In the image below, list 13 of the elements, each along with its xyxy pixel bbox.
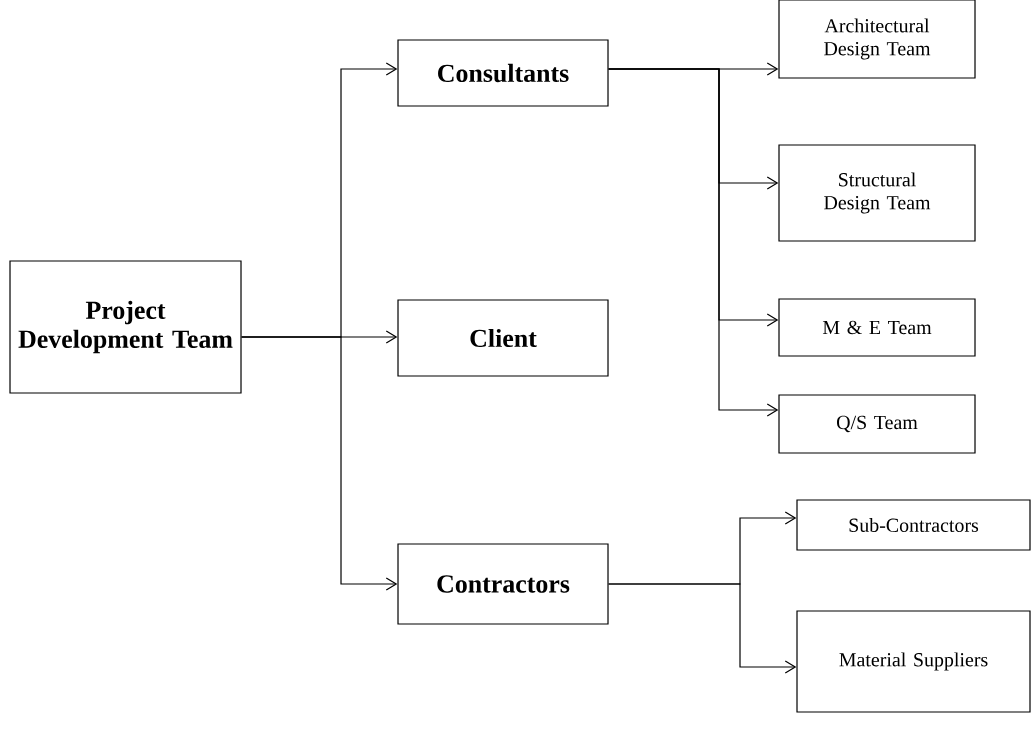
arrow <box>608 583 797 674</box>
org-box: M & E Team <box>778 298 976 357</box>
org-box: Sub-Contractors <box>796 499 1031 551</box>
org-box: Structural Design Team <box>778 144 976 242</box>
org-box: Material Suppliers <box>796 610 1031 713</box>
org-box: Consultants <box>397 39 609 107</box>
arrow <box>241 336 398 591</box>
org-box: Contractors <box>397 543 609 625</box>
org-box: Q/S Team <box>778 394 976 454</box>
arrow <box>608 68 779 417</box>
org-box: Client <box>397 299 609 377</box>
org-box: Architectural Design Team <box>778 0 976 79</box>
org-box: Project Development Team <box>9 260 242 394</box>
